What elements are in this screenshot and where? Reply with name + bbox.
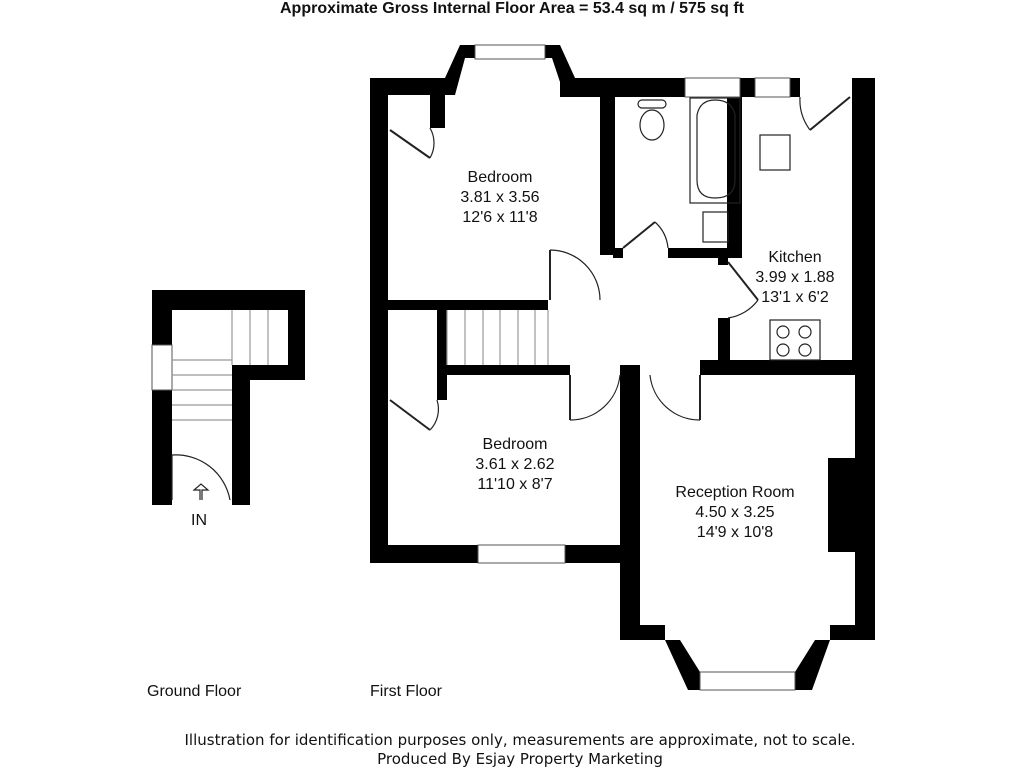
room-size-metric: 4.50 x 3.25: [695, 504, 775, 521]
room-label-bedroom-1: Bedroom 3.81 x 3.56 12'6 x 11'8: [430, 168, 570, 228]
room-name: Reception Room: [675, 484, 795, 501]
room-size-imperial: 11'10 x 8'7: [477, 476, 553, 493]
room-name: Bedroom: [467, 169, 533, 186]
room-label-kitchen: Kitchen 3.99 x 1.88 13'1 x 6'2: [740, 248, 850, 308]
walls: [152, 45, 875, 690]
room-size-imperial: 14'9 x 10'8: [696, 524, 774, 541]
entrance-label: IN: [191, 512, 207, 529]
room-size-imperial: 13'1 x 6'2: [761, 289, 829, 306]
room-name: Kitchen: [768, 249, 822, 266]
room-size-imperial: 12'6 x 11'8: [462, 209, 538, 226]
room-label-bedroom-2: Bedroom 3.61 x 2.62 11'10 x 8'7: [445, 435, 585, 495]
disclaimer: Illustration for identification purposes…: [184, 731, 856, 749]
room-name: Bedroom: [482, 436, 548, 453]
room-size-metric: 3.61 x 2.62: [475, 456, 555, 473]
room-size-metric: 3.81 x 3.56: [460, 189, 540, 206]
producer-credit: Produced By Esjay Property Marketing: [377, 750, 663, 768]
room-size-metric: 3.99 x 1.88: [755, 269, 835, 286]
floor-area-title: Approximate Gross Internal Floor Area = …: [280, 0, 744, 17]
doors-and-fixtures: [171, 96, 851, 501]
windows: [151, 44, 796, 691]
first-floor-label: First Floor: [370, 683, 442, 700]
ground-floor-label: Ground Floor: [147, 683, 242, 700]
room-label-reception: Reception Room 4.50 x 3.25 14'9 x 10'8: [655, 483, 815, 543]
